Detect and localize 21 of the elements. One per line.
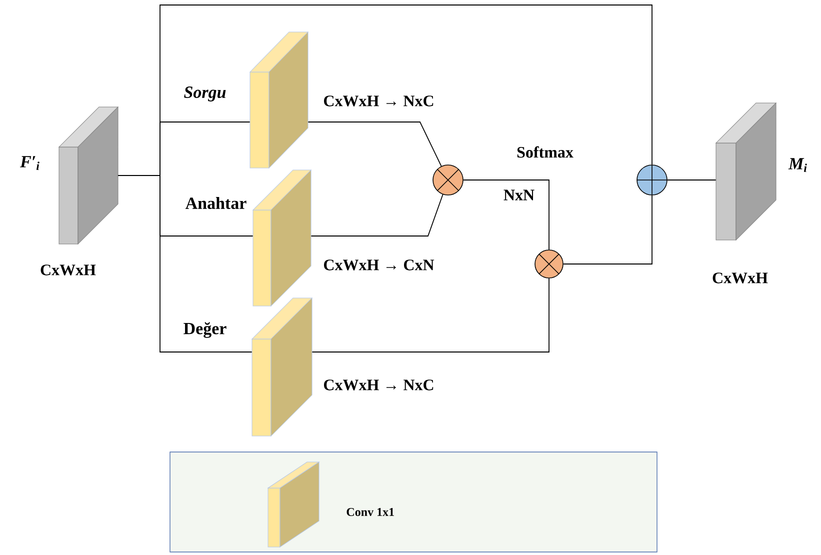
dimension-label: CxWxH → NxC (324, 96, 434, 106)
block-label: Sorgu (184, 86, 226, 102)
connector-line (462, 180, 550, 250)
block-label: M$_{i}$ (788, 158, 807, 172)
multiply-symbol (534, 250, 564, 278)
block-label: Anahtar (185, 197, 246, 209)
connector-line (312, 278, 550, 352)
dimension-label: CxWxH (40, 264, 96, 276)
dimension-label: CxWxH (712, 272, 768, 284)
legend-box: Conv 1x1 (170, 452, 658, 552)
connector-line (310, 194, 444, 236)
operation-label: NxN (504, 190, 534, 200)
block-label: Değer (184, 322, 226, 338)
dimension-label: CxWxH → CxN (324, 260, 434, 270)
operation-label: Softmax (517, 146, 574, 158)
block-label: F′$_{i}$ (20, 156, 40, 170)
connector-line (308, 122, 442, 167)
add-symbol (636, 164, 668, 196)
connector-line (562, 194, 652, 264)
connector-line (118, 4, 652, 176)
dimension-label: CxWxH → NxC (324, 380, 434, 390)
